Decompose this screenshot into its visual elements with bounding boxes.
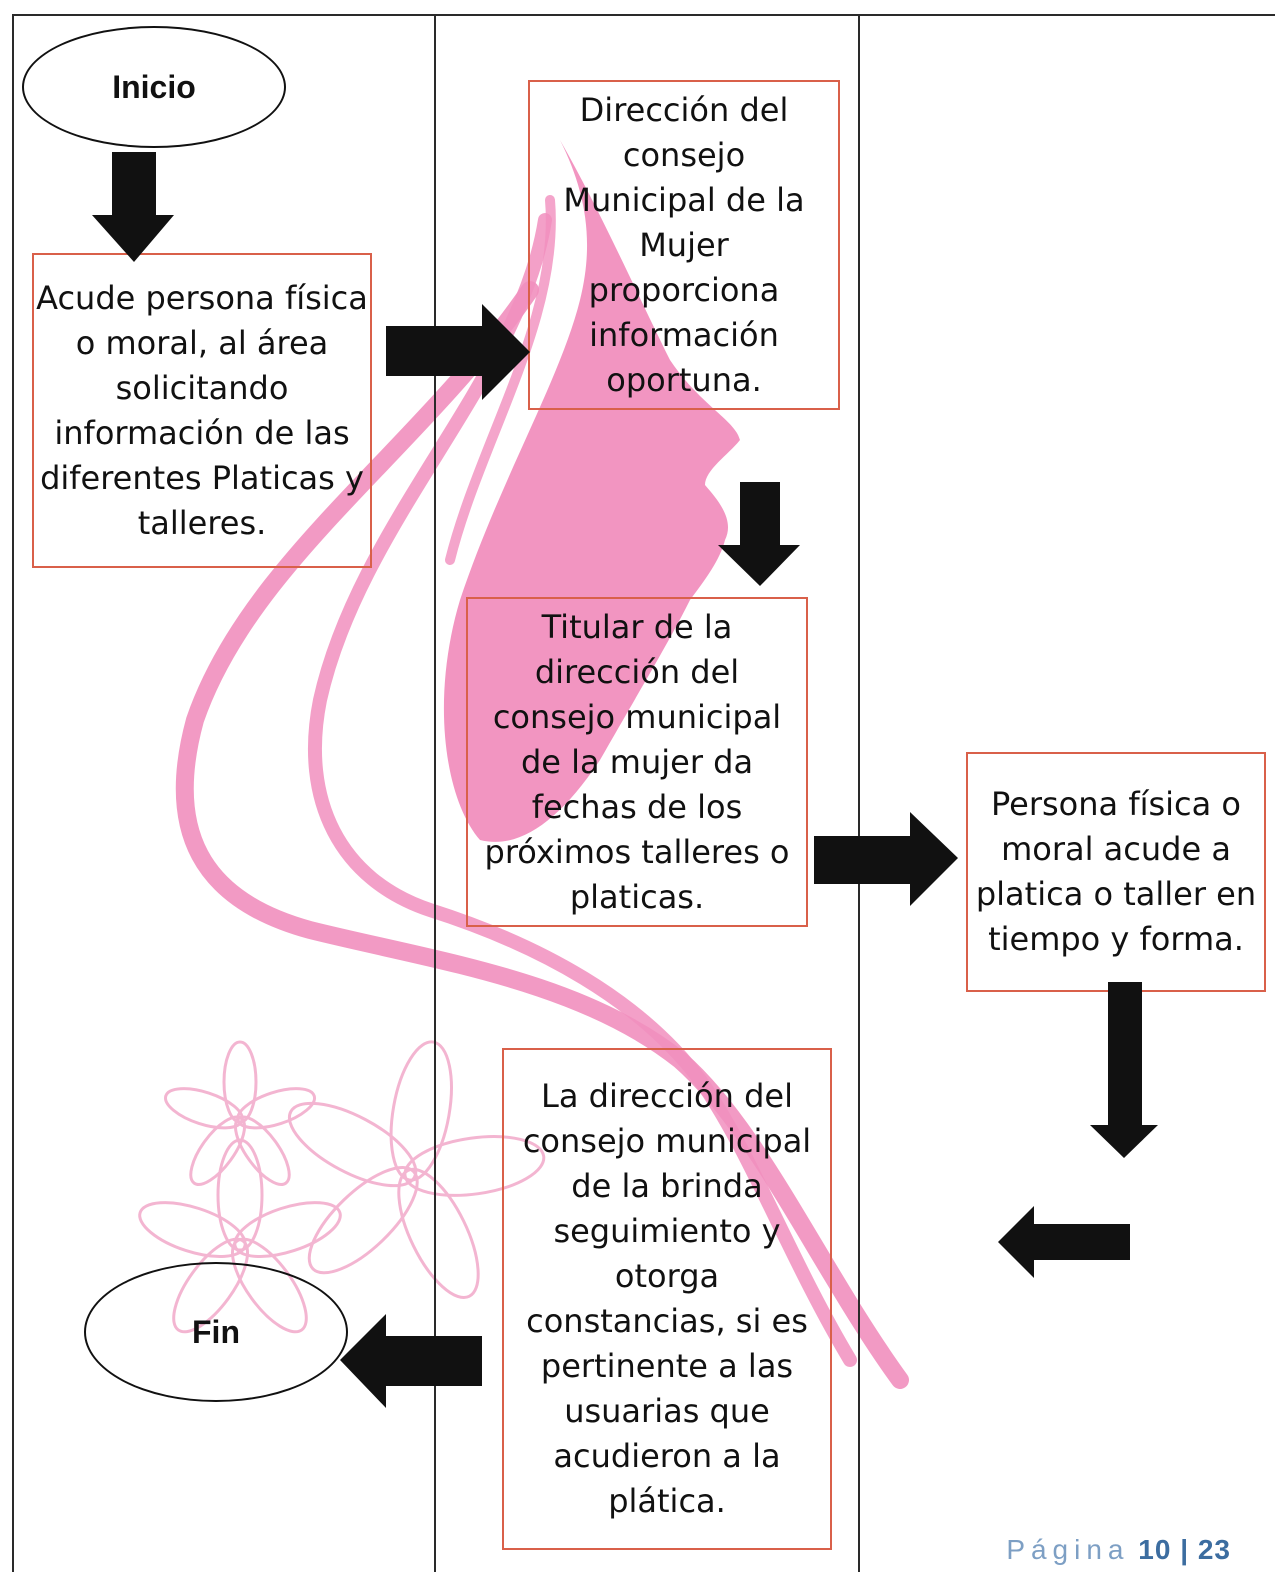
- face-silhouette: [443, 140, 740, 842]
- page-current: 10: [1138, 1534, 1172, 1565]
- step-text-5: La dirección del consejo municipal de la…: [522, 1077, 812, 1520]
- lane-divider-left: [12, 14, 14, 1572]
- arrow-down-start-to-step1: [92, 152, 174, 262]
- page-total: 23: [1197, 1534, 1231, 1565]
- arrow-right-step3-to-step4: [814, 812, 958, 906]
- step-text-3: Titular de la dirección del consejo muni…: [484, 607, 790, 916]
- hair-strand-inner: [445, 195, 556, 565]
- hair-strand-outer: [175, 281, 909, 1389]
- arrow-down-step2-to-step3: [718, 482, 800, 586]
- step-text-4: Persona física o moral acude a platica o…: [975, 785, 1257, 958]
- arrow-right-step1-to-step2: [386, 304, 530, 400]
- step-box-3: Titular de la dirección del consejo muni…: [466, 597, 808, 927]
- page-separator: |: [1180, 1534, 1190, 1565]
- step-box-5: La dirección del consejo municipal de la…: [502, 1048, 832, 1550]
- arrow-down-step4: [1090, 982, 1158, 1158]
- step-text-2: Dirección del consejo Municipal de la Mu…: [563, 90, 805, 399]
- step-box-2: Dirección del consejo Municipal de la Mu…: [528, 80, 840, 410]
- page-label: Página: [1006, 1534, 1130, 1565]
- lane-divider-1: [434, 14, 436, 1572]
- lane-divider-2: [858, 14, 860, 1572]
- page-number-footer: Página 10 | 23: [1006, 1534, 1231, 1566]
- step-box-1: Acude persona física o moral, al área so…: [32, 253, 372, 568]
- step-text-1: Acude persona física o moral, al área so…: [36, 278, 368, 542]
- arrow-left-step5-to-end: [340, 1314, 482, 1408]
- top-border-line: [12, 14, 1275, 16]
- start-label: Inicio: [112, 68, 196, 105]
- end-label: Fin: [192, 1313, 240, 1350]
- arrow-left-to-step5: [998, 1206, 1130, 1278]
- step-box-4: Persona física o moral acude a platica o…: [966, 752, 1266, 992]
- end-terminal: Fin: [84, 1262, 348, 1402]
- hair-strand-middle: [307, 213, 857, 1367]
- start-terminal: Inicio: [22, 26, 286, 148]
